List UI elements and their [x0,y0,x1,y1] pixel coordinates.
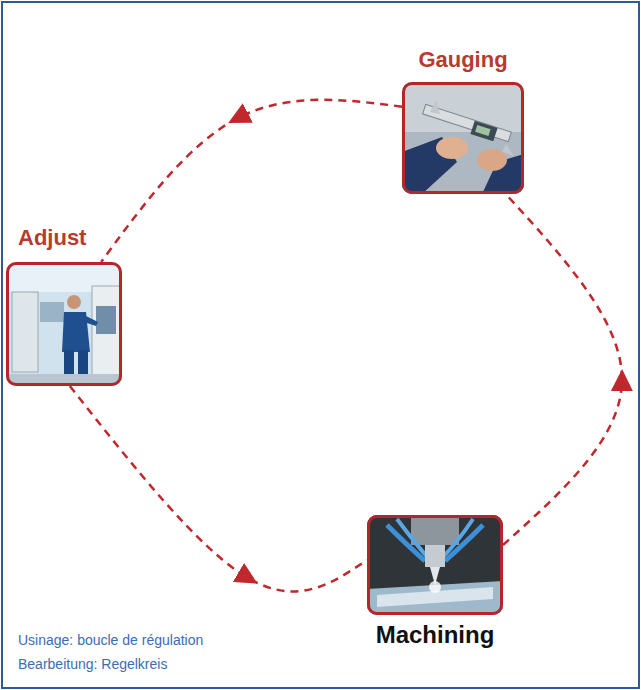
photo-frame [402,82,524,194]
caption-text: Usinage: boucle de régulation [18,632,203,649]
caption-text: Bearbeitung: Regelkreis [18,656,167,673]
step-label: Adjust [18,225,86,250]
loop-arrow [503,194,622,545]
step-label: Machining [376,621,495,649]
step-label: Gauging [418,47,507,72]
gauging-photo [402,82,524,194]
photo-frame [6,262,122,386]
process-step: Adjust [6,225,122,386]
photo-frame [367,515,503,615]
loop-arrow [70,386,367,591]
machining-photo [367,515,503,615]
process-step: Machining [367,515,503,649]
process-step: Gauging [402,47,524,194]
loop-arrow [101,100,402,262]
adjust-photo [6,262,122,386]
